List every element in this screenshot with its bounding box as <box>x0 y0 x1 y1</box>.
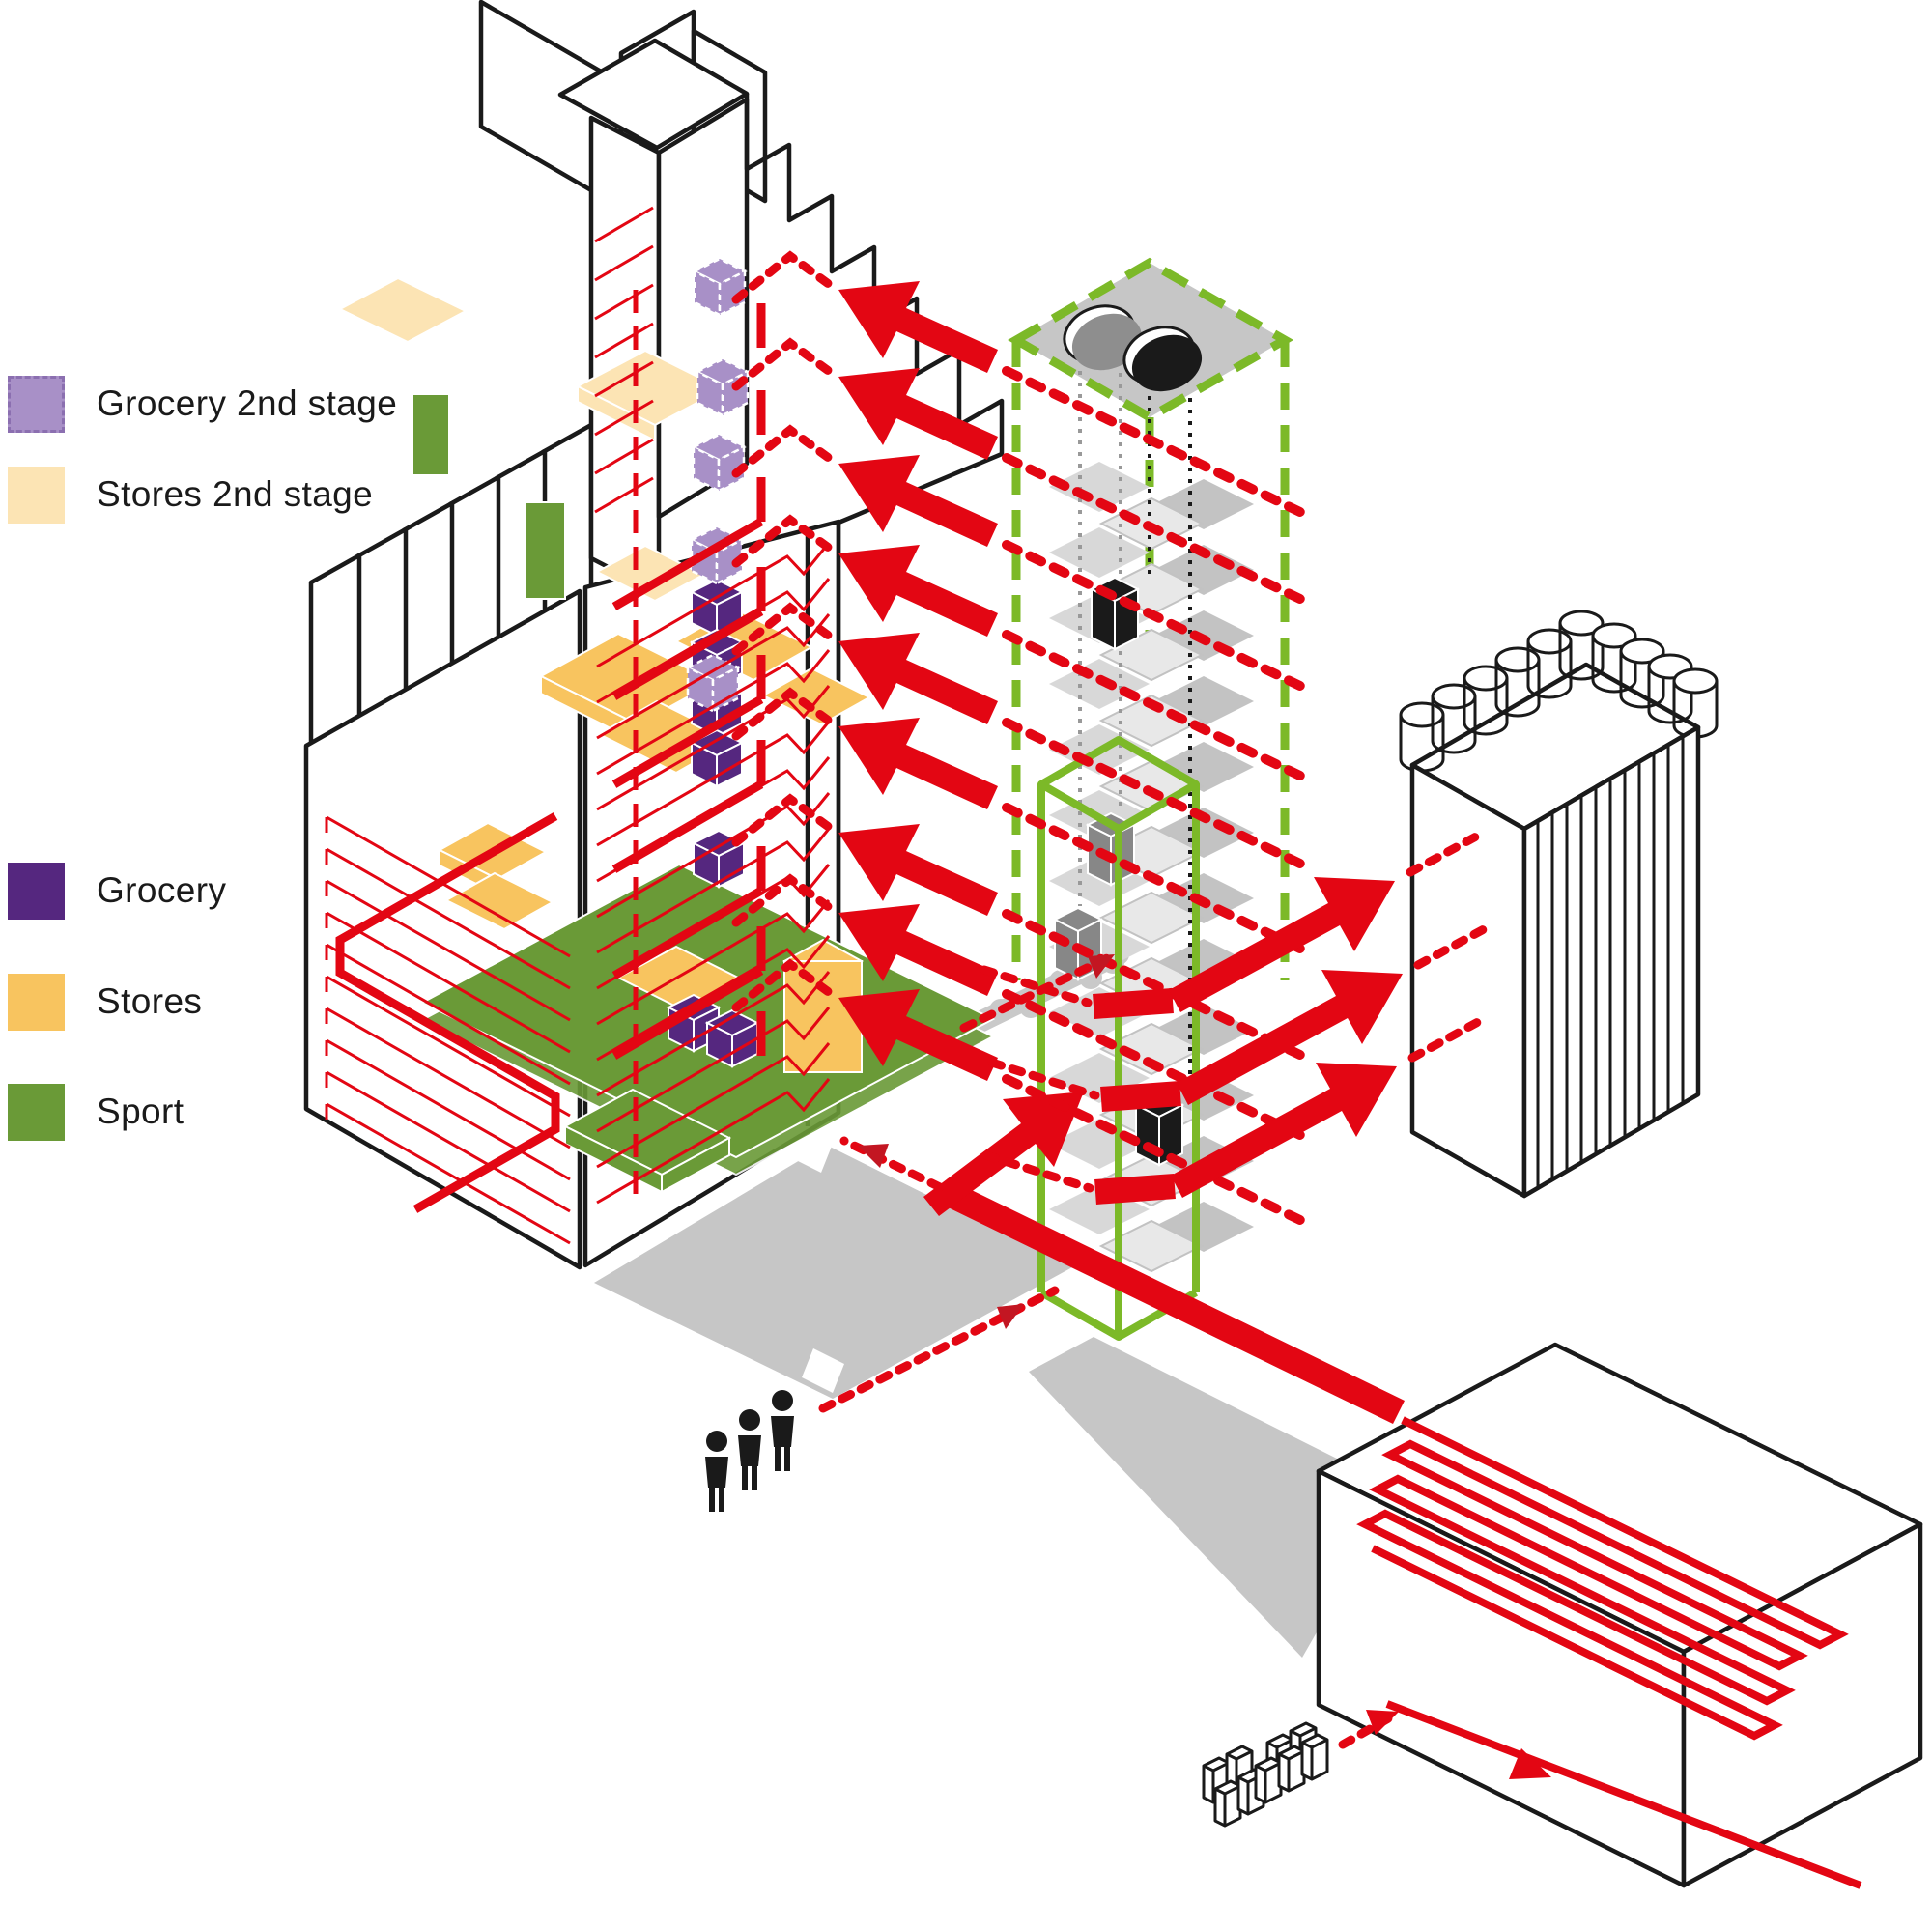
legend-item-grocery: Grocery <box>8 862 226 920</box>
plaza-stair-notch <box>802 1348 844 1393</box>
warehouse-right-face <box>1681 1521 1923 1888</box>
legend-label: Grocery <box>97 870 227 910</box>
tower-program-blocks <box>337 257 996 1194</box>
legend-label: Stores <box>97 981 203 1021</box>
legend-item-stores: Stores <box>8 973 202 1031</box>
small-arrowhead <box>1088 954 1115 979</box>
warehouse-building <box>1316 1342 1923 1889</box>
elevator-shaft <box>1008 257 1294 1341</box>
warehouse-serpentine-route <box>1356 1416 1849 1741</box>
silo-building <box>1399 610 1719 1199</box>
small-arrowhead <box>997 1304 1024 1329</box>
milk-carton-icon <box>1277 1745 1306 1793</box>
silo-cylinder-tubes <box>1536 736 1685 1188</box>
tower-circulation <box>325 206 831 1245</box>
supply-arrowhead <box>923 1092 1084 1216</box>
legend-item-sport: Sport <box>8 1083 184 1141</box>
pulley-black-icon <box>1122 326 1203 392</box>
supply-band <box>936 1178 1405 1424</box>
legend-item-grocery-2nd-stage: Grocery 2nd stage <box>8 375 397 433</box>
pedestrian-flows <box>818 951 1116 1413</box>
legend-label: Sport <box>97 1092 185 1131</box>
warehouse-entry-arrow <box>1338 1700 1862 1889</box>
stores-2nd-stage-block <box>337 276 725 603</box>
plaza-to-silo-path <box>959 951 1116 1033</box>
warehouse-ground-shadow <box>1029 1337 1399 1658</box>
shaft-solid-outline <box>1037 736 1200 1341</box>
legend-label: Stores 2nd stage <box>97 474 374 514</box>
legend-label: Grocery 2nd stage <box>97 383 398 423</box>
legend-swatch-grocery <box>8 862 65 920</box>
small-arrowhead <box>858 1144 889 1168</box>
legend-swatch-grocery-2nd-stage <box>8 375 65 433</box>
milk-carton-icon <box>1254 1756 1283 1804</box>
legend-swatch-sport <box>8 1083 65 1141</box>
milk-carton-icon <box>1300 1733 1329 1781</box>
supply-arrow <box>839 1092 1405 1424</box>
silo-left-face <box>1409 762 1527 1199</box>
milk-carton-icon <box>1213 1779 1242 1828</box>
legend-item-stores-2nd-stage: Stores 2nd stage <box>8 466 373 524</box>
cable-lines <box>1078 371 1192 1092</box>
main-tower <box>303 0 1005 1270</box>
legend-swatch-stores-2nd-stage <box>8 466 65 524</box>
legend-swatch-stores <box>8 973 65 1031</box>
